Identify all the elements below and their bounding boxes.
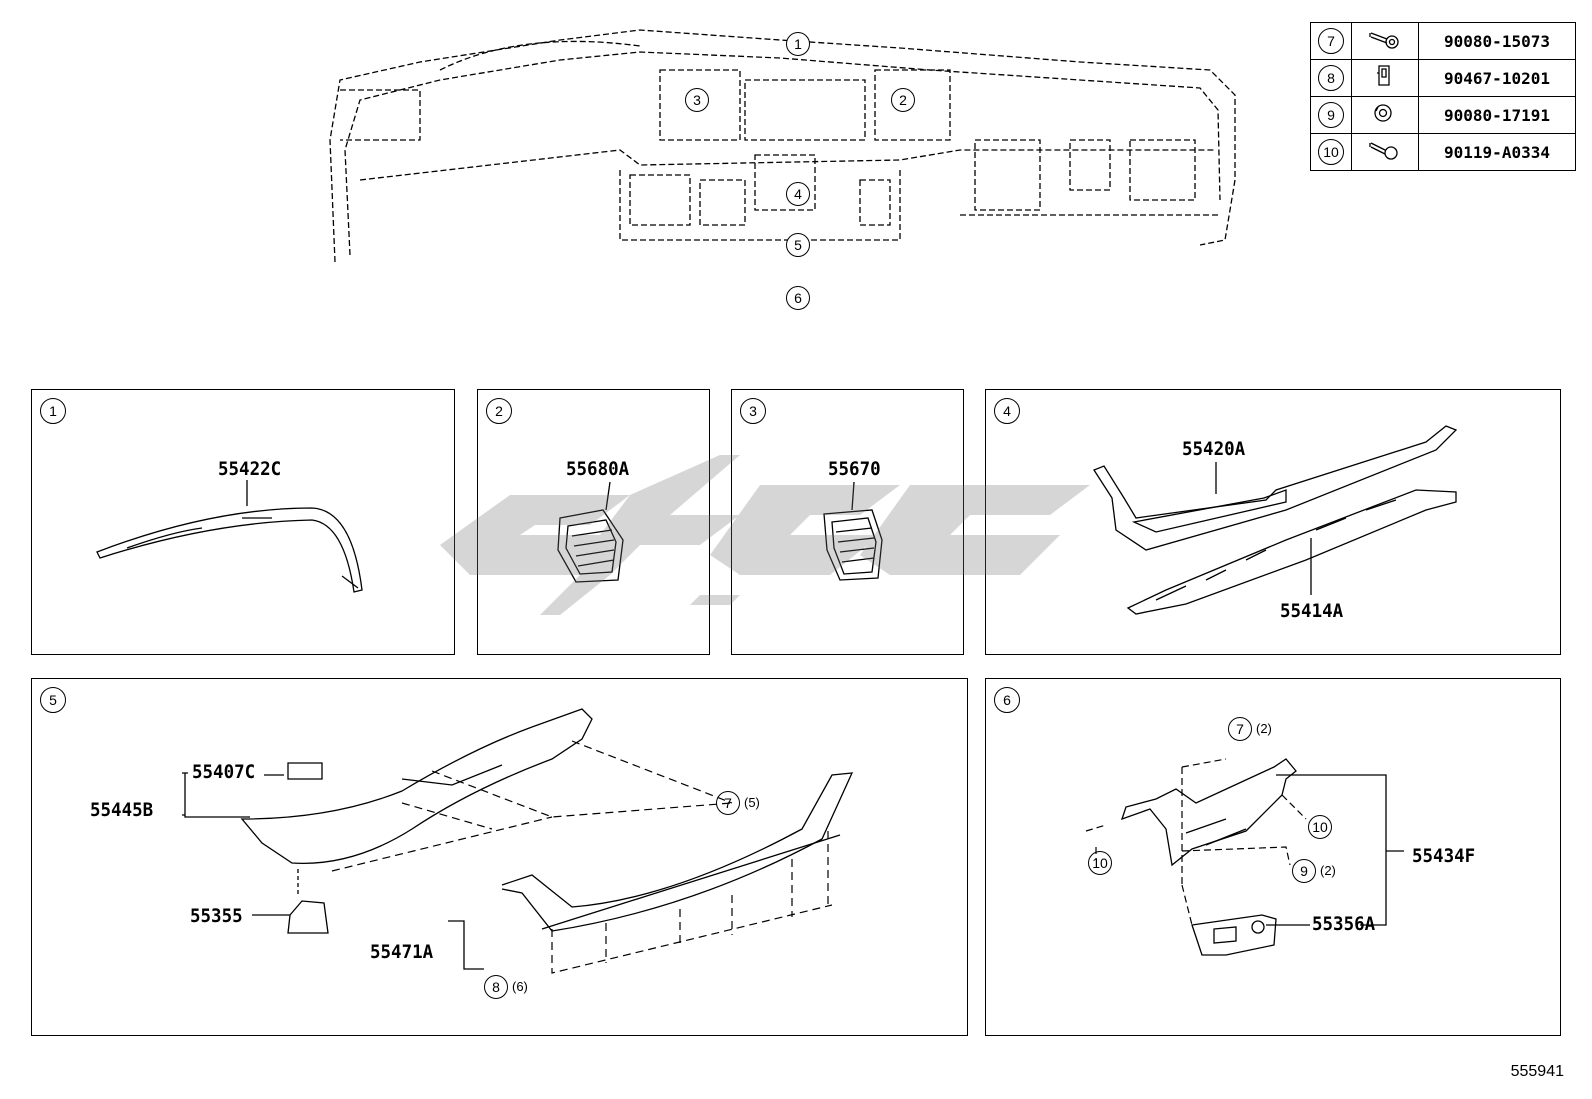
part-number-label[interactable]: 55670	[828, 458, 881, 480]
part-number-label[interactable]: 55355	[190, 905, 243, 927]
legend-part-number: 90080-15073	[1418, 22, 1576, 60]
detail-panel-1: 1 55422C	[31, 389, 455, 655]
lower-panel-drawing	[1085, 758, 1404, 956]
panel-number: 2	[486, 398, 512, 424]
panel-number: 1	[40, 398, 66, 424]
detail-panel-5: 5 55407C 55445B 55355 55471A 7 (5) 8 (6)	[31, 678, 968, 1036]
nut-icon	[1374, 104, 1392, 122]
clip-icon	[1377, 65, 1390, 86]
detail-panel-3: 3 55670	[731, 389, 964, 655]
legend-ref: 10	[1318, 139, 1344, 165]
fastener-qty: (2)	[1320, 863, 1336, 878]
fastener-callout-9[interactable]: 9	[1292, 859, 1316, 883]
part-number-label[interactable]: 55420A	[1182, 438, 1246, 460]
legend-row: 7 90080-15073	[1310, 22, 1576, 60]
fastener-callout-7[interactable]: 7	[1228, 717, 1252, 741]
vent-part-drawing	[823, 481, 883, 581]
overview-callout-2[interactable]: 2	[891, 88, 915, 112]
legend-ref: 9	[1318, 102, 1344, 128]
screw-icon	[1369, 142, 1398, 160]
legend-ref: 8	[1318, 65, 1344, 91]
overview-callout-4[interactable]: 4	[786, 182, 810, 206]
panel-number: 6	[994, 687, 1020, 713]
fastener-qty: (2)	[1256, 721, 1272, 736]
overview-callout-6[interactable]: 6	[786, 286, 810, 310]
overview-callout-5[interactable]: 5	[786, 233, 810, 257]
console-panel-drawing	[182, 708, 854, 974]
fastener-callout-8[interactable]: 8	[484, 975, 508, 999]
part-number-label[interactable]: 55434F	[1412, 845, 1476, 867]
legend-ref: 7	[1318, 28, 1344, 54]
vent-part-drawing	[557, 481, 624, 583]
fastener-callout-10[interactable]: 10	[1088, 851, 1112, 875]
part-number-label[interactable]: 55422C	[218, 458, 282, 480]
detail-panel-4: 4 55420A 55414A	[985, 389, 1561, 655]
fastener-legend-table: 7 90080-15073 8 90467-10201 9 90080-1719…	[1310, 22, 1576, 171]
part-number-label[interactable]: 55414A	[1280, 600, 1344, 622]
bolt-washer-icon	[1369, 32, 1399, 49]
fastener-qty: (5)	[744, 795, 760, 810]
legend-part-number: 90467-10201	[1418, 59, 1576, 97]
legend-row: 9 90080-17191	[1310, 96, 1576, 134]
legend-row: 10 90119-A0334	[1310, 133, 1576, 171]
legend-part-number: 90080-17191	[1418, 96, 1576, 134]
detail-panel-6: 6 55434F 55356A 7 (2) 10 9 (2) 10	[985, 678, 1561, 1036]
diagram-id: 555941	[1510, 1063, 1564, 1080]
legend-row: 8 90467-10201	[1310, 59, 1576, 97]
part-number-label[interactable]: 55356A	[1312, 913, 1376, 935]
part-number-label[interactable]: 55471A	[370, 941, 434, 963]
panel-number: 5	[40, 687, 66, 713]
detail-panel-2: 2 55680A	[477, 389, 710, 655]
part-number-label[interactable]: 55445B	[90, 799, 154, 821]
overview-callout-3[interactable]: 3	[685, 88, 709, 112]
trim-panel-drawing	[1093, 425, 1458, 615]
part-number-label[interactable]: 55680A	[566, 458, 630, 480]
part-number-label[interactable]: 55407C	[192, 761, 256, 783]
legend-part-number: 90119-A0334	[1418, 133, 1576, 171]
panel-number: 4	[994, 398, 1020, 424]
fastener-qty: (6)	[512, 979, 528, 994]
overview-callout-1[interactable]: 1	[786, 32, 810, 56]
fastener-callout-10[interactable]: 10	[1308, 815, 1332, 839]
garnish-part-drawing	[96, 480, 363, 593]
panel-number: 3	[740, 398, 766, 424]
